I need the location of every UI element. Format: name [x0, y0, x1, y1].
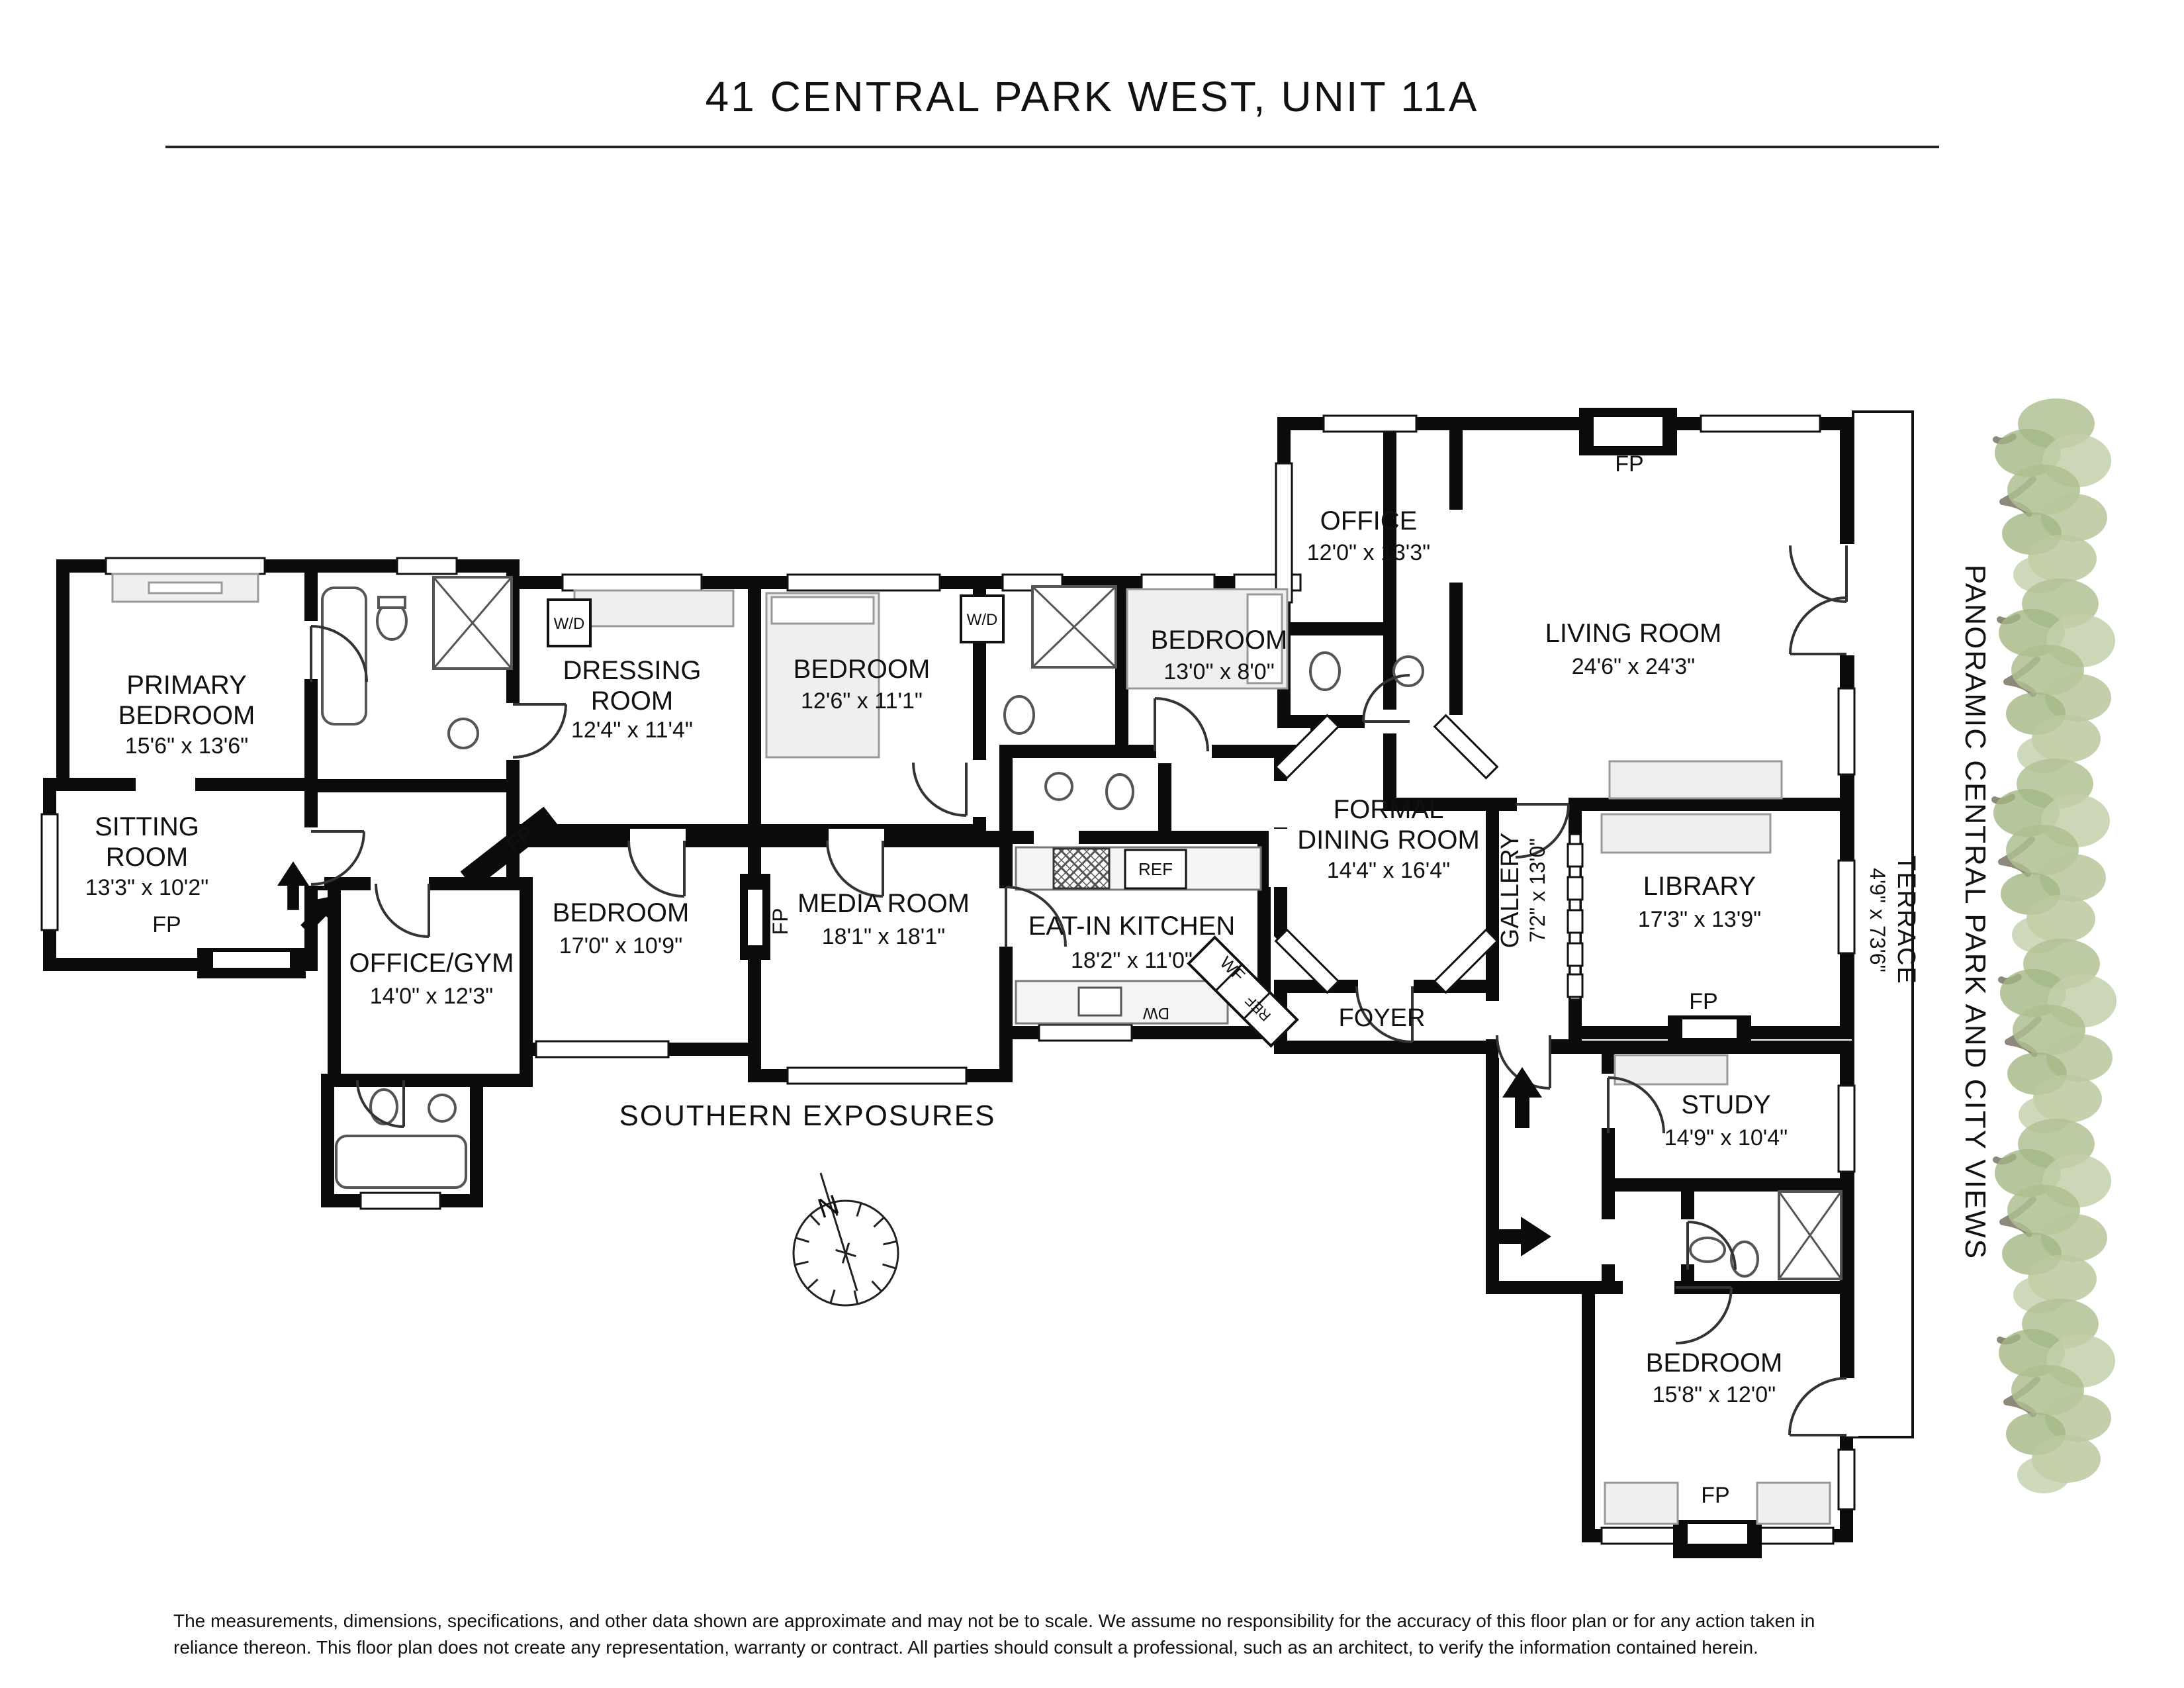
- room-label-primary-bedroom: PRIMARY: [126, 671, 247, 700]
- room-label-formal-dining-room: DINING ROOM: [1297, 825, 1480, 855]
- room-label-office-gym: OFFICE/GYM: [349, 949, 514, 978]
- washer-dryer-2: [960, 594, 1005, 643]
- door-arc: [1154, 697, 1209, 752]
- disclaimer-line-1: The measurements, dimensions, specificat…: [173, 1611, 1815, 1631]
- room-dims-eat-in-kitchen: 18'2" x 11'0": [1071, 948, 1193, 973]
- windows: [40, 414, 1856, 1545]
- room-dims-office: 12'0" x 13'3": [1307, 540, 1430, 565]
- room-label-bedroom-4: BEDROOM: [553, 898, 690, 927]
- room-label-bedroom-5: BEDROOM: [1646, 1348, 1783, 1378]
- door-arc: [826, 840, 884, 898]
- room-dims-library: 17'3" x 13'9": [1638, 907, 1761, 932]
- room-dims-gallery: 7'2" x 13'0": [1525, 838, 1549, 943]
- compass: [792, 1172, 899, 1307]
- room-dims-media-room: 18'1" x 18'1": [822, 924, 945, 949]
- kitchen-fixtures: [547, 594, 1299, 1048]
- doors: [310, 545, 1848, 1436]
- door-arc: [1355, 986, 1413, 1043]
- room-label-dressing-room: DRESSING: [563, 656, 702, 685]
- door-arc: [310, 831, 365, 886]
- fp-label-library: FP: [1689, 989, 1717, 1014]
- door-arc: [1789, 545, 1847, 603]
- pantry-cabinet: [1187, 935, 1299, 1048]
- room-dims-living-room: 24'6" x 24'3": [1572, 654, 1695, 679]
- labels-layer: 41 CENTRAL PARK WEST, UNIT 11APRIMARYBED…: [85, 73, 1991, 1658]
- room-dims-primary-bedroom: 15'6" x 13'6": [125, 733, 248, 759]
- room-dims-bedroom-3: 13'0" x 8'0": [1163, 659, 1275, 684]
- door-arc: [1608, 1076, 1665, 1134]
- room-label-study: STUDY: [1681, 1090, 1771, 1119]
- room-label-office: OFFICE: [1320, 506, 1418, 536]
- room-label-sitting-room: ROOM: [106, 843, 188, 872]
- room-label-eat-in-kitchen: EAT-IN KITCHEN: [1028, 912, 1236, 941]
- disclaimer-line-2: reliance thereon. This floor plan does n…: [173, 1637, 1758, 1658]
- room-dims-bedroom-2: 12'6" x 11'1": [801, 688, 923, 714]
- door-arc: [912, 762, 967, 817]
- door-arc: [1515, 804, 1570, 859]
- door-arc: [1789, 596, 1847, 655]
- room-label-bedroom-2: BEDROOM: [794, 655, 931, 684]
- room-dims-study: 14'9" x 10'4": [1664, 1125, 1788, 1150]
- door-arc: [375, 883, 430, 938]
- compass-needle: [819, 1172, 858, 1291]
- fireplaces: [197, 408, 1762, 1558]
- terrace: [1852, 410, 1914, 1438]
- wd-label-1: W/D: [554, 615, 585, 633]
- compass-north: N: [814, 1188, 842, 1224]
- door-arc: [1788, 1377, 1847, 1436]
- door-arc: [310, 625, 368, 682]
- room-label-media-room: MEDIA ROOM: [797, 889, 970, 918]
- door-arc: [627, 840, 685, 898]
- room-label-bedroom-3: BEDROOM: [1151, 626, 1288, 655]
- room-label-library: LIBRARY: [1643, 872, 1756, 901]
- openings: [136, 510, 1858, 1436]
- door-arc: [1362, 674, 1410, 722]
- room-dims-dressing-room: 12'4" x 11'4": [571, 718, 693, 743]
- door-arc: [512, 704, 567, 759]
- side-note: PANORAMIC CENTRAL PARK AND CITY VIEWS: [1959, 565, 1991, 1260]
- door-arc: [356, 1080, 404, 1128]
- room-label-sitting-room: SITTING: [95, 812, 199, 841]
- terrace-dims: 4'9" x 73'6": [1866, 868, 1889, 972]
- washer-dryer-1: [547, 598, 592, 647]
- door-arc: [1675, 1287, 1733, 1344]
- room-dims-bedroom-4: 17'0" x 10'9": [559, 933, 682, 959]
- terrace-label: TERRACE: [1892, 855, 1920, 985]
- wd-label-2: W/D: [967, 611, 998, 629]
- fp-label-bedroom-5: FP: [1701, 1483, 1729, 1508]
- room-label-primary-bedroom: BEDROOM: [118, 701, 255, 730]
- ref-label-kitchen: REF: [1138, 859, 1173, 879]
- french-door: [1567, 833, 1584, 1001]
- corner-fireplace: [460, 806, 558, 890]
- door-arc: [1005, 886, 1067, 947]
- dw-label-kitchen: DW: [1143, 1004, 1169, 1022]
- park-trees: [1993, 399, 2116, 1493]
- room-label-gallery: GALLERY: [1496, 833, 1524, 949]
- room-dims-sitting-room: 13'3" x 10'2": [85, 875, 208, 900]
- exposure-note: SOUTHERN EXPOSURES: [619, 1100, 996, 1132]
- furniture: [111, 573, 1831, 1525]
- room-label-foyer: FOYER: [1339, 1004, 1426, 1032]
- room-label-living-room: LIVING ROOM: [1545, 619, 1722, 648]
- fp-label-media: FP: [768, 908, 792, 935]
- room-dims-bedroom-5: 15'8" x 12'0": [1653, 1382, 1776, 1407]
- room-dims-formal-dining-room: 14'4" x 16'4": [1327, 858, 1450, 883]
- door-arc: [1496, 1035, 1551, 1090]
- page-title: 41 CENTRAL PARK WEST, UNIT 11A: [705, 73, 1479, 120]
- room-label-formal-dining-room: FORMAL: [1334, 795, 1444, 824]
- bath-fixtures: [321, 576, 1843, 1280]
- fp-label-living: FP: [1615, 451, 1643, 477]
- fp-label-sitting: FP: [152, 912, 181, 937]
- room-label-dressing-room: ROOM: [591, 686, 673, 716]
- room-dims-office-gym: 14'0" x 12'3": [370, 984, 493, 1009]
- door-arc: [1687, 1221, 1737, 1270]
